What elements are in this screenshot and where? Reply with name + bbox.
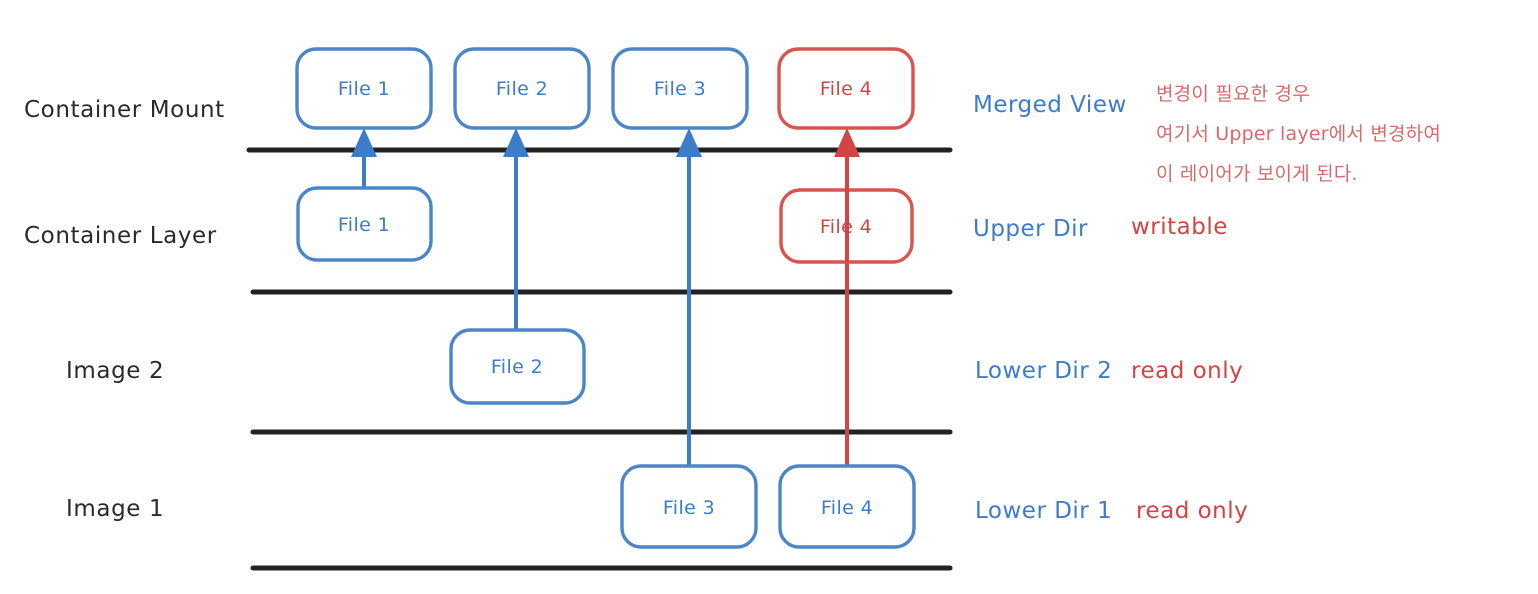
row-label-image-1: Image 1 xyxy=(66,496,164,522)
box-image2-file2[interactable]: File 2 xyxy=(449,328,586,405)
annotation-merged-view: Merged View xyxy=(973,92,1127,118)
row-label-container-mount: Container Mount xyxy=(24,97,225,123)
box-mount-file3[interactable]: File 3 xyxy=(611,47,749,130)
box-mount-file4[interactable]: File 4 xyxy=(777,47,915,130)
box-mount-file4-label: File 4 xyxy=(820,78,872,100)
box-image1-file3[interactable]: File 3 xyxy=(620,464,758,549)
annotation-upper-dir: Upper Dir xyxy=(973,216,1088,242)
box-image1-file3-label: File 3 xyxy=(663,497,715,519)
arrowhead-file4 xyxy=(834,128,860,157)
annotation-lower-dir-2: Lower Dir 2 xyxy=(975,358,1112,384)
box-layer-file1-label: File 1 xyxy=(338,214,390,236)
box-image1-file4[interactable]: File 4 xyxy=(778,464,916,549)
box-mount-file1[interactable]: File 1 xyxy=(295,47,433,130)
row-label-image-2: Image 2 xyxy=(66,358,164,384)
box-mount-file2[interactable]: File 2 xyxy=(453,47,591,130)
box-image2-file2-label: File 2 xyxy=(491,356,543,378)
annotation-read-only-2: read only xyxy=(1131,358,1243,384)
arrowhead-file2 xyxy=(503,128,529,157)
box-mount-file3-label: File 3 xyxy=(654,78,706,100)
note-line-1: 변경이 필요한 경우 xyxy=(1156,83,1310,105)
row-label-container-layer: Container Layer xyxy=(24,223,217,249)
box-mount-file2-label: File 2 xyxy=(496,78,548,100)
box-layer-file1[interactable]: File 1 xyxy=(296,186,433,262)
annotation-writable: writable xyxy=(1131,214,1228,240)
box-mount-file1-label: File 1 xyxy=(338,78,390,100)
annotation-lower-dir-1: Lower Dir 1 xyxy=(975,498,1112,524)
note-line-3: 이 레이어가 보이게 된다. xyxy=(1156,163,1358,185)
note-line-2: 여기서 Upper layer에서 변경하여 xyxy=(1156,123,1441,145)
arrowhead-file3 xyxy=(676,128,702,157)
box-image1-file4-label: File 4 xyxy=(821,497,873,519)
annotation-read-only-1: read only xyxy=(1136,498,1248,524)
arrowhead-file1 xyxy=(351,128,377,157)
